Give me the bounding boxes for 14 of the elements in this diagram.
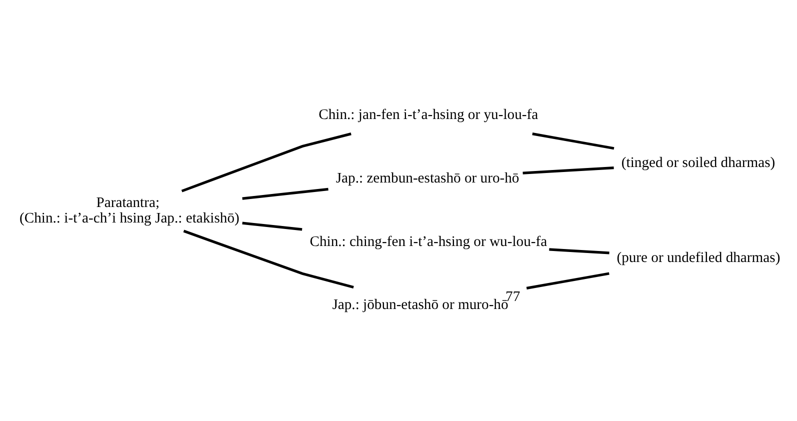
connector: [181, 132, 352, 192]
node-text: Chin.: ching-fen i-t’a-hsing or wu-lou-fa: [310, 234, 548, 250]
connector: [549, 248, 610, 254]
node-text: Chin.: jan-fen i-t’a-hsing or yu-lou-fa: [318, 106, 538, 123]
connector: [183, 230, 354, 288]
connector: [522, 166, 614, 174]
connector: [526, 272, 610, 290]
node-text: (pure or undefiled dharmas): [616, 250, 780, 266]
node-text: Jap.: zembun-estashō or uro-hō: [336, 170, 520, 187]
connector: [242, 188, 328, 200]
node-text: (tinged or soiled dharmas): [621, 154, 776, 171]
connector: [532, 132, 614, 150]
node-text: Paratantra; (Chin.: i-t’a-ch’i hsing Jap.: etakishō): [20, 195, 240, 227]
connector: [242, 222, 302, 231]
